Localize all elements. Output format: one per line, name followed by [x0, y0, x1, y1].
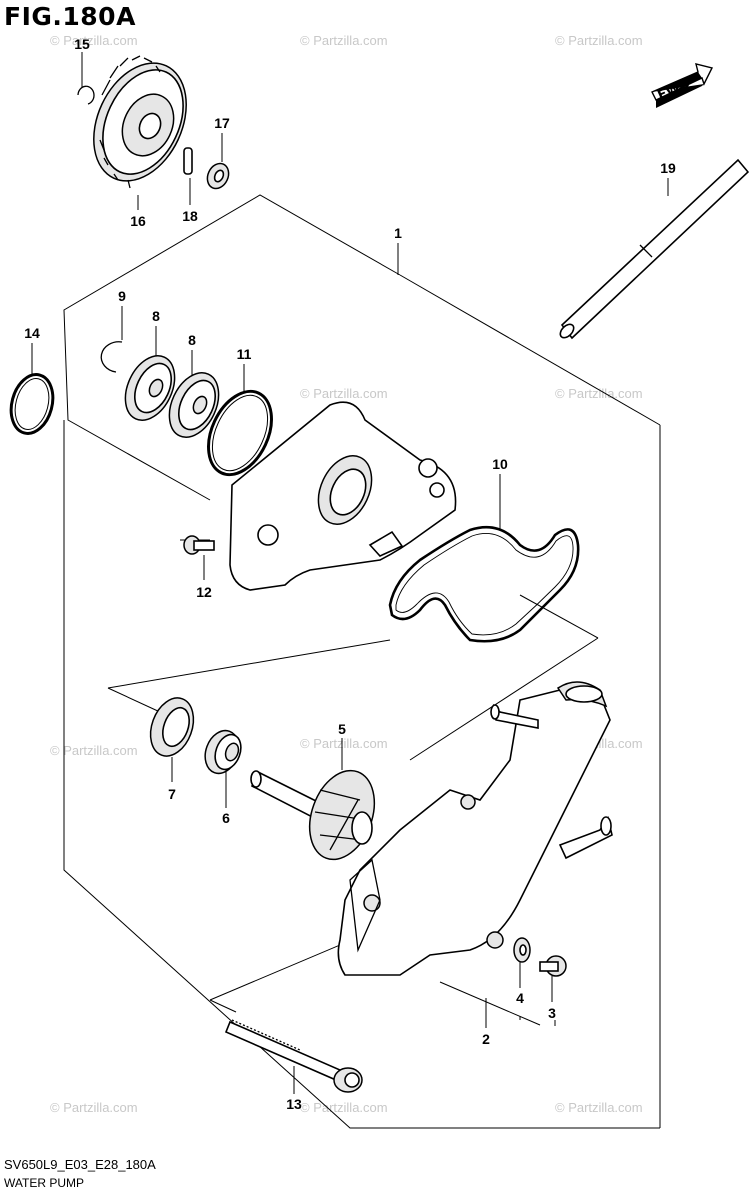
callout-17[interactable]: 17	[214, 115, 230, 131]
watermark: © Partzilla.com	[300, 1100, 388, 1115]
part-16-gear[interactable]	[76, 48, 205, 196]
callout-3[interactable]: 3	[548, 1005, 556, 1021]
watermark: © Partzilla.com	[300, 386, 388, 401]
pump-cover-plate[interactable]	[229, 401, 457, 591]
fwd-label: FWD	[656, 76, 693, 104]
callout-2[interactable]: 2	[482, 1031, 490, 1047]
watermark: © Partzilla.com	[300, 736, 388, 751]
part-8-bearing[interactable]	[160, 365, 229, 445]
part-13-bolt[interactable]	[224, 1019, 363, 1093]
part-15-circlip[interactable]	[77, 85, 95, 105]
callout-1[interactable]: 1	[394, 225, 402, 241]
figure-title: FIG.180A	[4, 2, 136, 31]
watermark: © Partzilla.com	[555, 33, 643, 48]
watermarks: © Partzilla.com © Partzilla.com © Partzi…	[50, 33, 643, 1115]
part-11-o-ring[interactable]	[196, 381, 284, 484]
fwd-arrow-icon: FWD	[651, 63, 714, 108]
watermark: © Partzilla.com	[555, 1100, 643, 1115]
part-12-bolt[interactable]	[183, 535, 215, 555]
part-17-washer[interactable]	[203, 160, 232, 192]
figure-code: SV650L9_E03_E28_180A	[4, 1157, 156, 1172]
callout-19[interactable]: 19	[660, 160, 676, 176]
part-7-seal[interactable]	[143, 692, 201, 762]
callout-14[interactable]: 14	[24, 325, 40, 341]
part-5-impeller[interactable]	[250, 762, 386, 869]
watermark: © Partzilla.com	[50, 33, 138, 48]
part-8-bearing[interactable]	[116, 348, 185, 428]
callout-4[interactable]: 4	[516, 990, 524, 1006]
callout-13[interactable]: 13	[286, 1096, 302, 1112]
callout-15[interactable]: 15	[74, 36, 90, 52]
part-18-pin[interactable]	[183, 147, 193, 175]
part-10-gasket[interactable]	[388, 525, 580, 643]
callout-16[interactable]: 16	[130, 213, 146, 229]
watermark: © Partzilla.com	[50, 743, 138, 758]
callout-8[interactable]: 8	[152, 308, 160, 324]
callout-18[interactable]: 18	[182, 208, 198, 224]
part-2-pump-housing[interactable]	[337, 681, 613, 976]
part-19-hose[interactable]	[558, 158, 749, 340]
callout-6[interactable]: 6	[222, 810, 230, 826]
callout-7[interactable]: 7	[168, 786, 176, 802]
watermark: © Partzilla.com	[50, 1100, 138, 1115]
watermark: © Partzilla.com	[555, 386, 643, 401]
part-4-washer[interactable]	[513, 937, 531, 963]
part-9-circlip[interactable]	[100, 341, 123, 373]
leader-lines	[31, 52, 669, 1094]
watermark: © Partzilla.com	[300, 33, 388, 48]
callout-5[interactable]: 5	[338, 721, 346, 737]
callout-12[interactable]: 12	[196, 584, 212, 600]
part-3-bolt[interactable]	[539, 955, 567, 977]
part-6-mechanical-seal[interactable]	[199, 726, 245, 778]
part-14-o-ring[interactable]	[5, 370, 59, 438]
callout-10[interactable]: 10	[492, 456, 508, 472]
callout-11[interactable]: 11	[237, 346, 252, 362]
callouts: 15 16 17 18 19 1 9 8 8 11 14 10 12 5 7 6…	[24, 36, 676, 1112]
callout-8[interactable]: 8	[188, 332, 196, 348]
figure-caption: WATER PUMP	[4, 1176, 84, 1190]
callout-9[interactable]: 9	[118, 288, 126, 304]
